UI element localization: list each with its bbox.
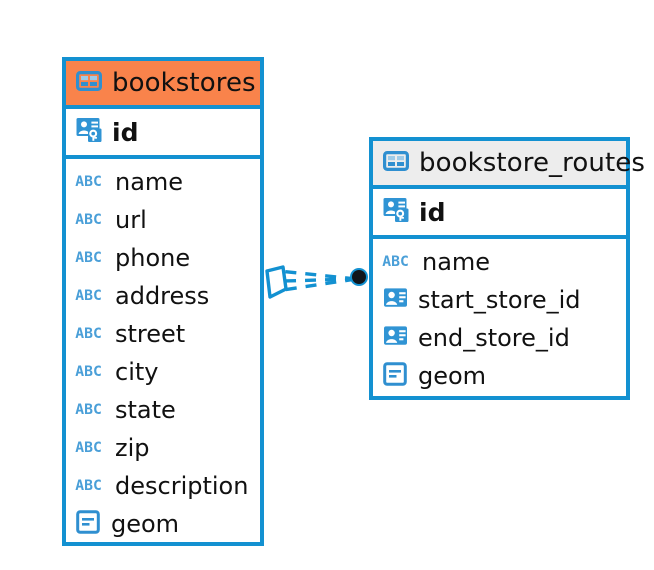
field-row[interactable]: ABC state	[66, 391, 260, 429]
abc-text-icon: ABC	[75, 174, 102, 190]
one-cardinality-ring	[350, 268, 368, 286]
field-row[interactable]: ABC description	[66, 467, 260, 505]
field-label: url	[115, 206, 147, 234]
geometry-icon	[383, 362, 409, 390]
field-row[interactable]: ABC city	[66, 353, 260, 391]
field-label: phone	[115, 244, 191, 272]
field-row[interactable]: ABC address	[66, 277, 260, 315]
field-row[interactable]: ABC phone	[66, 239, 260, 277]
field-row[interactable]: ABC name	[66, 163, 260, 201]
primary-key-card-icon	[383, 197, 411, 227]
abc-text-icon: ABC	[75, 478, 102, 494]
field-label: state	[115, 396, 176, 424]
field-label: city	[115, 358, 159, 386]
primary-key-row-bookstore-routes[interactable]: id	[373, 189, 626, 239]
primary-key-label: id	[419, 197, 446, 227]
entity-header-bookstores[interactable]: bookstores	[66, 61, 260, 109]
entity-table-bookstore-routes[interactable]: bookstore_routes id	[369, 137, 645, 401]
entity-title: bookstore_routes	[419, 148, 645, 178]
abc-text-icon: ABC	[75, 364, 102, 380]
one-cardinality-dot	[352, 270, 366, 284]
primary-key-label: id	[112, 117, 139, 147]
field-label: address	[115, 282, 210, 310]
field-label: description	[115, 472, 249, 500]
field-label: geom	[111, 510, 180, 538]
relation-line-middle	[282, 277, 357, 283]
geometry-icon	[76, 510, 102, 538]
entity-table-bookstores[interactable]: bookstores id	[62, 57, 264, 546]
abc-text-icon: ABC	[75, 288, 102, 304]
field-label: street	[115, 320, 186, 348]
table-icon	[76, 71, 102, 95]
field-row[interactable]: start_store_id	[373, 281, 626, 319]
foreign-key-icon	[383, 325, 409, 351]
field-row[interactable]: ABC name	[373, 243, 626, 281]
field-row[interactable]: ABC zip	[66, 429, 260, 467]
relation-line-lower	[282, 277, 357, 292]
abc-text-icon: ABC	[75, 440, 102, 456]
field-row[interactable]: geom	[373, 357, 626, 395]
abc-text-icon: ABC	[75, 250, 102, 266]
field-label: name	[422, 248, 491, 276]
primary-key-card-icon	[76, 117, 104, 147]
field-row[interactable]: end_store_id	[373, 319, 626, 357]
primary-key-row-bookstores[interactable]: id	[66, 109, 260, 159]
abc-text-icon: ABC	[75, 326, 102, 342]
abc-text-icon: ABC	[75, 212, 102, 228]
field-label: end_store_id	[418, 324, 570, 352]
relation-line-upper	[278, 269, 357, 281]
field-label: geom	[418, 362, 487, 390]
abc-text-icon: ABC	[382, 254, 409, 270]
abc-text-icon: ABC	[75, 402, 102, 418]
field-row[interactable]: geom	[66, 505, 260, 543]
field-label: name	[115, 168, 184, 196]
field-list-bookstore-routes: ABC name start_store_id	[373, 239, 626, 401]
foreign-key-icon	[383, 287, 409, 313]
entity-title: bookstores	[112, 68, 256, 98]
field-row[interactable]: ABC url	[66, 201, 260, 239]
field-row[interactable]: ABC street	[66, 315, 260, 353]
table-icon	[383, 151, 409, 175]
entity-header-bookstore-routes[interactable]: bookstore_routes	[373, 141, 645, 189]
field-label: zip	[115, 434, 150, 462]
field-list-bookstores: ABC name ABC url ABC phone ABC address A…	[66, 159, 260, 549]
many-cardinality-marker	[265, 265, 288, 299]
field-label: start_store_id	[418, 286, 581, 314]
